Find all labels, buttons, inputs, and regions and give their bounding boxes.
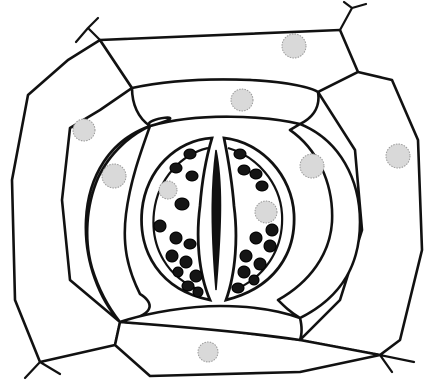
cell-wall-branch-bottom-left <box>25 362 60 378</box>
chloroplast <box>182 281 194 291</box>
stomatal-pore <box>212 150 220 290</box>
nucleus-subsidiary-right <box>300 154 324 178</box>
nucleus-subsidiary-left <box>102 164 126 188</box>
nucleus-epidermal-right <box>386 144 410 168</box>
chloroplast <box>193 287 203 297</box>
chloroplast <box>186 171 198 181</box>
chloroplast <box>173 267 183 277</box>
cell-wall-branch-top-left <box>76 18 100 42</box>
chloroplast <box>238 266 250 278</box>
chloroplast <box>240 250 252 262</box>
chloroplast <box>190 270 202 282</box>
chloroplast <box>238 165 250 175</box>
nucleus-epidermal-top-right <box>282 34 306 58</box>
chloroplast <box>264 240 276 252</box>
chloroplast <box>266 224 278 236</box>
chloroplast <box>250 232 262 244</box>
chloroplast <box>154 220 166 232</box>
chloroplast <box>234 149 246 159</box>
cell-wall-branch-bottom-right <box>380 355 414 372</box>
nucleus-subsidiary-bottom <box>198 342 218 362</box>
chloroplast <box>180 256 192 268</box>
chloroplast <box>254 258 266 270</box>
nucleus-guard-right <box>255 201 277 223</box>
chloroplast <box>184 149 196 159</box>
chloroplast <box>249 275 259 285</box>
chloroplast <box>184 239 196 249</box>
subsidiary-cells <box>86 79 360 340</box>
chloroplast <box>256 181 268 191</box>
chloroplast <box>232 283 244 293</box>
nucleus-epidermal-left <box>73 119 95 141</box>
cell-wall-branch-top-right <box>340 2 366 30</box>
chloroplast <box>170 232 182 244</box>
chloroplast <box>250 169 262 179</box>
nucleus-guard-left <box>159 181 177 199</box>
chloroplast <box>175 198 189 210</box>
chloroplast <box>170 163 182 173</box>
nucleus-subsidiary-top <box>231 89 253 111</box>
chloroplast <box>166 250 178 262</box>
